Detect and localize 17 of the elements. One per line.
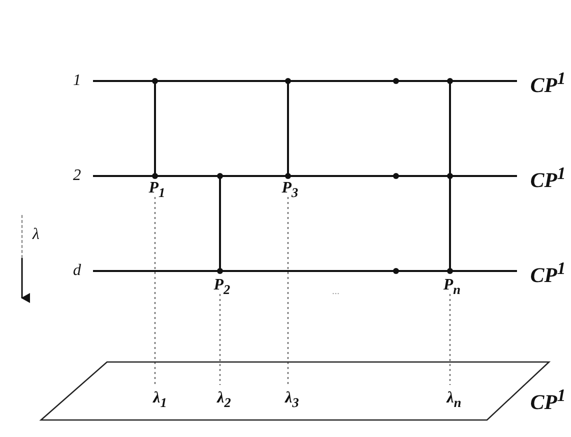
point-label: P$_{3}$ bbox=[282, 180, 298, 200]
space-label: CP$^{1}$ bbox=[530, 70, 566, 96]
parameter-label: λ$_{1}$ bbox=[153, 390, 167, 410]
space-label: CP$^{1}$ bbox=[530, 260, 566, 286]
point-label: P$_{2}$ bbox=[214, 278, 230, 296]
parameter-label: λ bbox=[32, 227, 40, 243]
parameter-label: λ$_{2}$ bbox=[217, 390, 231, 410]
level-number: 1 bbox=[73, 73, 81, 89]
level-number: 2 bbox=[73, 168, 81, 184]
space-label: CP$^{1}$ bbox=[530, 387, 566, 413]
level-number: d bbox=[73, 263, 81, 279]
parameter-label: λ$_{n}$ bbox=[446, 390, 462, 410]
parameter-label: λ$_{3}$ bbox=[285, 390, 299, 410]
ellipsis: ... bbox=[332, 287, 340, 297]
point-label: P$_{1}$ bbox=[148, 180, 166, 200]
space-label: CP$^{1}$ bbox=[530, 165, 566, 191]
point-label: P$_{n}$ bbox=[443, 278, 461, 296]
